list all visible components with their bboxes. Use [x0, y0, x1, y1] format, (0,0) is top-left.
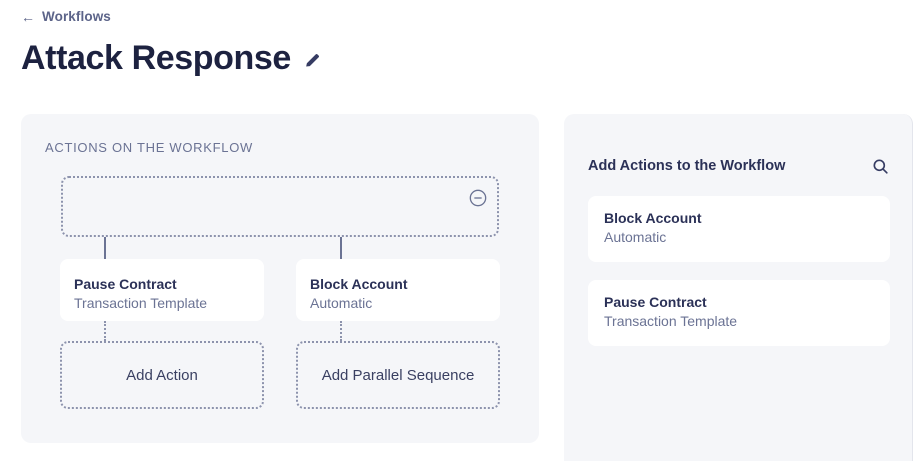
- search-icon[interactable]: [870, 156, 890, 176]
- library-item-title: Pause Contract: [604, 294, 707, 310]
- action-library-item[interactable]: Block Account Automatic: [588, 196, 890, 262]
- add-parallel-sequence-button[interactable]: Add Parallel Sequence: [296, 341, 500, 409]
- breadcrumb-workflows[interactable]: ← Workflows: [21, 9, 111, 24]
- workflow-dropzone[interactable]: [61, 176, 499, 237]
- page-title: Attack Response: [21, 39, 291, 77]
- connector-dropzone-to-node-2: [340, 237, 342, 259]
- workflow-canvas-panel: ACTIONS ON THE WORKFLOW Pause Contract T…: [21, 114, 539, 443]
- library-item-subtitle: Automatic: [604, 229, 667, 245]
- library-item-title: Block Account: [604, 210, 702, 226]
- node-subtitle: Transaction Template: [74, 295, 208, 311]
- connector-dropzone-to-node-1: [104, 237, 106, 259]
- action-library-panel: Add Actions to the Workflow Block Accoun…: [564, 114, 913, 461]
- back-arrow-icon: ←: [21, 8, 35, 25]
- node-subtitle: Automatic: [310, 295, 373, 311]
- workflow-node-card[interactable]: Pause Contract Transaction Template: [60, 259, 264, 321]
- add-action-button[interactable]: Add Action: [60, 341, 264, 409]
- library-item-subtitle: Transaction Template: [604, 313, 738, 329]
- action-library-title: Add Actions to the Workflow: [588, 158, 786, 174]
- breadcrumb-label: Workflows: [42, 9, 111, 24]
- pencil-icon[interactable]: [303, 50, 323, 70]
- title-row: Attack Response: [21, 36, 323, 80]
- minus-circle-icon[interactable]: [468, 188, 488, 208]
- action-library-header: Add Actions to the Workflow: [588, 156, 890, 176]
- node-title: Pause Contract: [74, 276, 177, 292]
- connector-node-2-to-add-parallel: [340, 321, 342, 341]
- action-library-item[interactable]: Pause Contract Transaction Template: [588, 280, 890, 346]
- workflow-node-card[interactable]: Block Account Automatic: [296, 259, 500, 321]
- node-title: Block Account: [310, 276, 408, 292]
- section-label: ACTIONS ON THE WORKFLOW: [45, 140, 253, 155]
- connector-node-1-to-add-action: [104, 321, 106, 341]
